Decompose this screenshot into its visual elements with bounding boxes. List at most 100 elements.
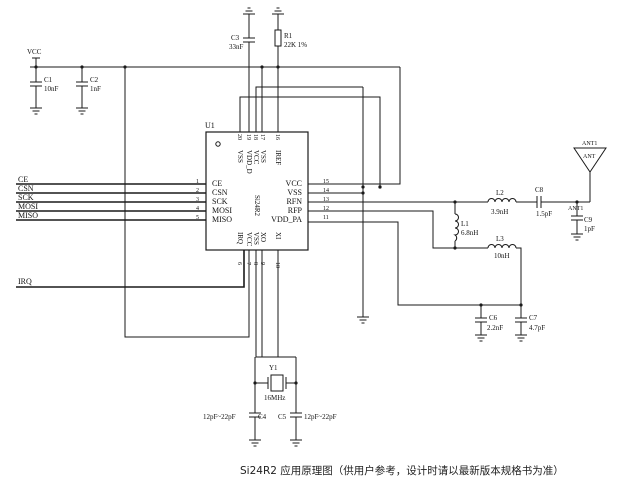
resistor-r1 bbox=[272, 7, 284, 132]
pin-name-rfn: RFN bbox=[286, 197, 302, 206]
pin-name-xo: XO bbox=[259, 232, 267, 242]
pin-name-vss-20: VSS bbox=[236, 150, 244, 163]
pin-name-vdd-pa: VDD_PA bbox=[271, 215, 302, 224]
chip-part: Si24R2 bbox=[253, 195, 261, 217]
c8-value: 1.5pF bbox=[536, 210, 552, 218]
pin-num-6: 6 bbox=[236, 262, 242, 265]
pin-name-mosi: MOSI bbox=[212, 206, 232, 215]
diagram-caption: Si24R2 应用原理图（供用户参考，设计时请以最新版本规格书为准） bbox=[240, 464, 564, 477]
pin-name-csn: CSN bbox=[212, 188, 228, 197]
vcc-label: VCC bbox=[27, 48, 42, 56]
vcc-rail bbox=[30, 57, 400, 69]
pin-num-10: 10 bbox=[274, 262, 280, 268]
capacitor-c4 bbox=[249, 412, 261, 447]
chip-u1-body bbox=[205, 131, 309, 251]
capacitor-c9 bbox=[571, 202, 583, 241]
signal-miso: MISO bbox=[18, 211, 38, 220]
inductor-l2 bbox=[455, 198, 537, 203]
crystal-wiring bbox=[253, 250, 298, 413]
right-power-wiring bbox=[308, 67, 481, 324]
l2-value: 3.9nH bbox=[491, 208, 508, 216]
inductor-l1 bbox=[453, 202, 459, 248]
signal-irq: IRQ bbox=[18, 277, 32, 286]
pin-name-vdd-d: VDD_D bbox=[245, 150, 253, 174]
signal-ce: CE bbox=[18, 175, 28, 184]
inductor-l3 bbox=[455, 244, 522, 318]
ant-net-label: ANT1 bbox=[568, 206, 583, 212]
capacitor-c1 bbox=[30, 67, 42, 115]
c4-ref: C4 bbox=[258, 413, 267, 421]
pin-name-sck: SCK bbox=[212, 197, 228, 206]
c2-value: 1nF bbox=[90, 85, 101, 93]
c7-ref: C7 bbox=[529, 314, 538, 322]
c5-value: 12pF~22pF bbox=[304, 413, 337, 421]
rf-wiring bbox=[308, 200, 457, 250]
antenna-ant1 bbox=[573, 147, 607, 202]
pin-name-vss-17: VSS bbox=[259, 150, 267, 163]
c6-ref: C6 bbox=[489, 314, 498, 322]
pin-name-irq: IRQ bbox=[236, 232, 244, 244]
l1-value: 6.8nH bbox=[461, 229, 478, 237]
capacitor-c2 bbox=[76, 67, 88, 115]
capacitor-c6 bbox=[475, 303, 487, 342]
antenna-label: ANT bbox=[583, 154, 596, 160]
pin-num-15: 15 bbox=[323, 179, 329, 185]
c3-ref: C3 bbox=[231, 34, 240, 42]
c9-value: 1pF bbox=[584, 225, 595, 233]
l3-ref: L3 bbox=[496, 235, 504, 243]
capacitor-c3 bbox=[243, 7, 255, 132]
pin-num-17: 17 bbox=[259, 134, 265, 140]
c3-value: 33nF bbox=[229, 43, 244, 51]
chip-pin1-marker bbox=[215, 141, 221, 147]
pin-name-vcc-7: VCC bbox=[245, 232, 253, 247]
pin-num-2: 2 bbox=[196, 188, 199, 194]
signal-sck: SCK bbox=[18, 193, 34, 202]
c4-value: 12pF~22pF bbox=[203, 413, 236, 421]
c5-ref: C5 bbox=[278, 413, 287, 421]
c2-ref: C2 bbox=[90, 76, 99, 84]
pin-num-18: 18 bbox=[252, 134, 258, 140]
r1-ref: R1 bbox=[284, 32, 293, 40]
l3-value: 10nH bbox=[494, 252, 510, 260]
capacitor-c5 bbox=[290, 412, 302, 447]
l2-ref: L2 bbox=[496, 189, 504, 197]
r1-value: 22K 1% bbox=[284, 41, 307, 49]
vcc-drop-wiring bbox=[124, 67, 250, 338]
c8-ref: C8 bbox=[535, 186, 544, 194]
pin-num-11: 11 bbox=[323, 215, 329, 221]
pin-name-rfp: RFP bbox=[288, 206, 303, 215]
pin-num-3: 3 bbox=[196, 197, 199, 203]
pin-name-miso: MISO bbox=[212, 215, 232, 224]
c9-ref: C9 bbox=[584, 216, 593, 224]
pin-num-4: 4 bbox=[196, 206, 199, 212]
pin-name-iref: IREF bbox=[274, 150, 282, 165]
c7-value: 4.7pF bbox=[529, 324, 545, 332]
pin-num-8: 8 bbox=[252, 262, 258, 265]
c6-value: 2.2nF bbox=[487, 324, 503, 332]
pin-num-12: 12 bbox=[323, 206, 329, 212]
pin-num-13: 13 bbox=[323, 197, 329, 203]
antenna-ref: ANT1 bbox=[582, 141, 597, 147]
pin-num-14: 14 bbox=[323, 188, 329, 194]
pin-name-vss-14: VSS bbox=[287, 188, 302, 197]
y1-value: 16MHz bbox=[264, 394, 285, 402]
pin-num-20: 20 bbox=[236, 134, 242, 140]
signal-csn: CSN bbox=[18, 184, 34, 193]
capacitor-c7 bbox=[481, 303, 527, 342]
y1-ref: Y1 bbox=[269, 364, 278, 372]
pin-num-19: 19 bbox=[245, 134, 251, 140]
pin-num-16: 16 bbox=[274, 134, 280, 140]
l1-ref: L1 bbox=[461, 220, 469, 228]
c1-value: 10nF bbox=[44, 85, 59, 93]
c1-ref: C1 bbox=[44, 76, 53, 84]
pin-name-vcc-15: VCC bbox=[286, 179, 302, 188]
pin-name-xi: XI bbox=[274, 232, 282, 240]
pin-num-7: 7 bbox=[245, 262, 251, 265]
crystal-y1 bbox=[267, 374, 287, 392]
chip-ref: U1 bbox=[205, 121, 215, 130]
spi-signal-bus bbox=[16, 183, 245, 288]
signal-mosi: MOSI bbox=[18, 202, 38, 211]
pin-num-5: 5 bbox=[196, 215, 199, 221]
